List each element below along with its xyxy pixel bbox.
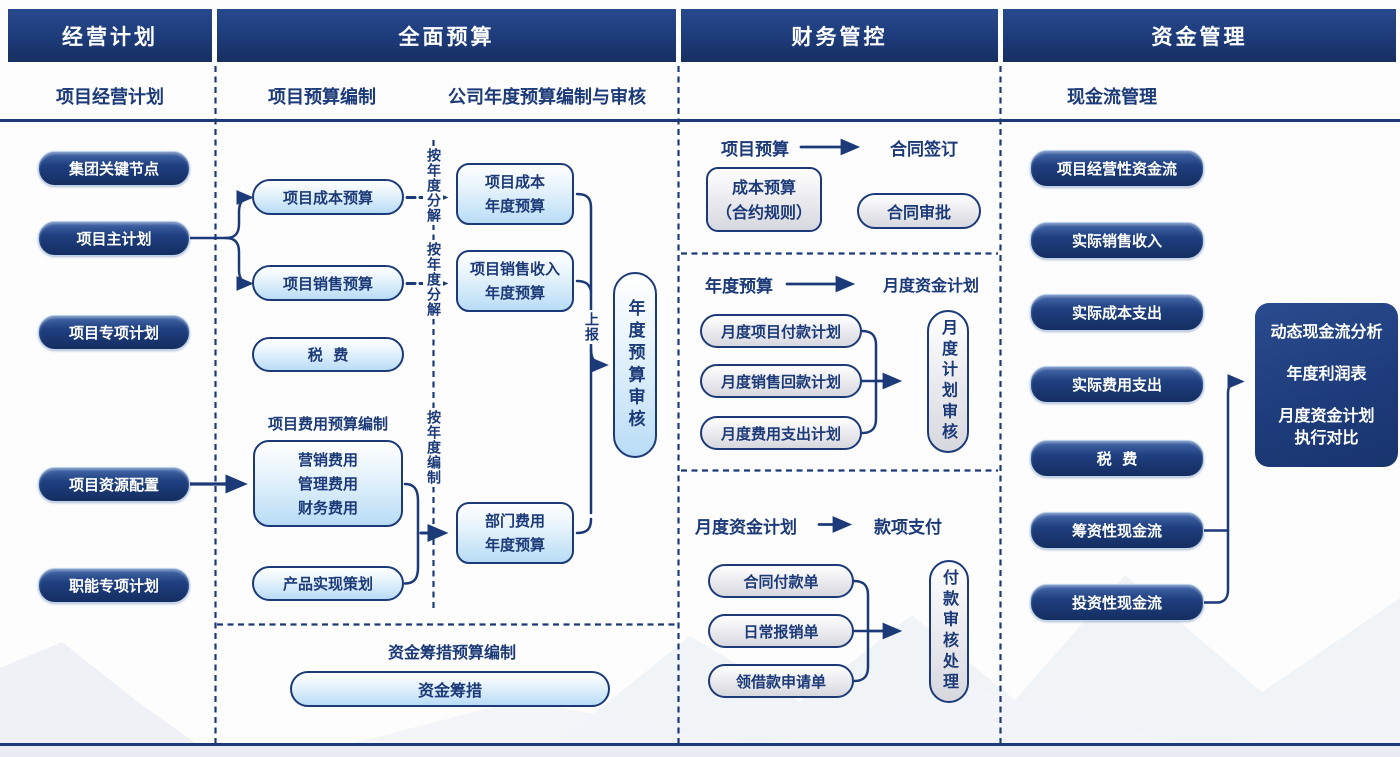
fee-line-marketing: 营销费用 xyxy=(297,450,358,469)
arrow-to-analysis-box xyxy=(1201,374,1245,604)
subheader-project-business-plan: 项目经营计划 xyxy=(56,87,164,108)
pill-loan-application-form: 领借款申请单 xyxy=(708,664,854,698)
annual-dept-line2: 年度预算 xyxy=(484,536,545,554)
pill-fund-raising: 资金筹措 xyxy=(290,671,610,707)
analysis-line-annual-profit: 年度利润表 xyxy=(1286,364,1367,383)
label-split-by-year-1: 按年度分解 xyxy=(423,146,443,225)
pill-monthly-expense-plan: 月度费用支出计划 xyxy=(700,416,862,450)
fee-line-admin: 管理费用 xyxy=(297,474,358,493)
banner-financial-control: 财务管控 xyxy=(681,9,998,62)
pill-project-sales-budget: 项目销售预算 xyxy=(252,265,404,301)
brace-fee-bottom xyxy=(403,531,420,585)
arrow-to-cost-budget xyxy=(224,190,254,240)
header-divider-line xyxy=(0,119,1400,122)
pill-annual-budget-review: 年度预算审核 xyxy=(613,272,657,458)
subheader-project-budgeting: 项目预算编制 xyxy=(268,87,376,108)
label-compile-by-year: 按年度编制 xyxy=(423,408,443,487)
box-annual-dept-budget: 部门费用 年度预算 xyxy=(456,502,574,564)
analysis-line-monthly-plan: 月度资金计划 xyxy=(1278,406,1375,425)
pill-actual-expense-expenditure: 实际费用支出 xyxy=(1030,366,1204,403)
label-project-budget: 项目预算 xyxy=(721,139,789,160)
box-annual-cost-budget: 项目成本 年度预算 xyxy=(456,163,574,225)
contract-rules-line1: 成本预算 xyxy=(731,177,796,197)
pill-financing-cashflow: 筹资性现金流 xyxy=(1030,512,1204,549)
pill-contract-approval: 合同审批 xyxy=(857,193,981,229)
arrow-to-annual-review xyxy=(589,347,609,373)
pill-function-special-plan: 职能专项计划 xyxy=(38,568,190,603)
pill-project-resources: 项目资源配置 xyxy=(38,467,190,502)
arrow-to-sales-budget xyxy=(224,236,254,291)
pill-project-special-plan: 项目专项计划 xyxy=(38,315,190,350)
bracket-yearsales-join xyxy=(575,279,593,293)
footer-band xyxy=(0,746,1400,757)
footer-line xyxy=(0,743,1400,746)
pill-project-cost-budget: 项目成本预算 xyxy=(252,179,404,215)
pill-investment-cashflow: 投资性现金流 xyxy=(1030,584,1204,621)
brace-fee-top xyxy=(403,482,420,535)
label-funding-budgeting: 资金筹措预算编制 xyxy=(387,643,516,662)
pill-group-key-nodes: 集团关键节点 xyxy=(38,151,190,186)
label-monthly-fund-plan: 月度资金计划 xyxy=(882,276,979,295)
pill-actual-sales-income: 实际销售收入 xyxy=(1030,222,1204,259)
pill-tax-fee-cash: 税 费 xyxy=(1030,440,1204,477)
label-contract-signing: 合同签订 xyxy=(890,139,958,160)
label-split-by-year-2: 按年度分解 xyxy=(423,240,443,319)
pill-payment-review-processing: 付款审核处理 xyxy=(929,560,969,703)
analysis-line-execution-compare: 执行对比 xyxy=(1294,428,1359,447)
box-cost-budget-contract-rules: 成本预算 （合约规则） xyxy=(706,167,822,232)
subheader-annual-budget-review: 公司年度预算编制与审核 xyxy=(448,87,646,108)
box-cashflow-analysis: 动态现金流分析 年度利润表 月度资金计划 执行对比 xyxy=(1255,303,1398,467)
annual-cost-line1: 项目成本 xyxy=(484,173,545,191)
analysis-line-dynamic-cashflow: 动态现金流分析 xyxy=(1270,322,1383,341)
pill-monthly-sales-collection-plan: 月度销售回款计划 xyxy=(700,364,862,398)
banner-business-plan: 经营计划 xyxy=(8,9,212,62)
label-monthly-fund-plan-2: 月度资金计划 xyxy=(695,517,797,538)
annual-sales-line2: 年度预算 xyxy=(484,284,545,302)
label-submit-up: 上报 xyxy=(581,310,601,344)
box-fee-categories: 营销费用 管理费用 财务费用 xyxy=(253,440,403,527)
bracket-yeardept-join xyxy=(575,517,593,535)
banner-full-budget: 全面预算 xyxy=(217,9,676,62)
label-annual-budget: 年度预算 xyxy=(705,276,773,297)
label-payment-of-funds: 款项支付 xyxy=(874,517,942,538)
fee-line-finance: 财务费用 xyxy=(297,498,358,517)
banner-fund-management: 资金管理 xyxy=(1003,9,1396,62)
pill-monthly-project-payment-plan: 月度项目付款计划 xyxy=(700,314,862,348)
label-project-fee-budgeting: 项目费用预算编制 xyxy=(267,414,388,433)
annual-sales-line1: 项目销售收入 xyxy=(469,260,560,278)
pill-actual-cost-expenditure: 实际成本支出 xyxy=(1030,294,1204,331)
pill-project-operating-cashflow: 项目经营性资金流 xyxy=(1030,150,1204,187)
annual-dept-line1: 部门费用 xyxy=(484,512,545,530)
pill-monthly-plan-review: 月度计划审核 xyxy=(927,310,969,453)
box-annual-sales-budget: 项目销售收入 年度预算 xyxy=(456,250,574,312)
pill-project-master-plan: 项目主计划 xyxy=(38,221,190,256)
pill-daily-reimbursement-form: 日常报销单 xyxy=(708,614,854,648)
pill-tax-fee: 税 费 xyxy=(252,337,404,372)
annual-cost-line2: 年度预算 xyxy=(484,197,545,215)
pill-product-realization: 产品实现策划 xyxy=(252,566,404,601)
subheader-cashflow-management: 现金流管理 xyxy=(1067,87,1157,108)
bracket-yearcost-join xyxy=(575,192,593,210)
pill-contract-payment-form: 合同付款单 xyxy=(708,564,854,598)
contract-rules-line2: （合约规则） xyxy=(715,202,812,222)
